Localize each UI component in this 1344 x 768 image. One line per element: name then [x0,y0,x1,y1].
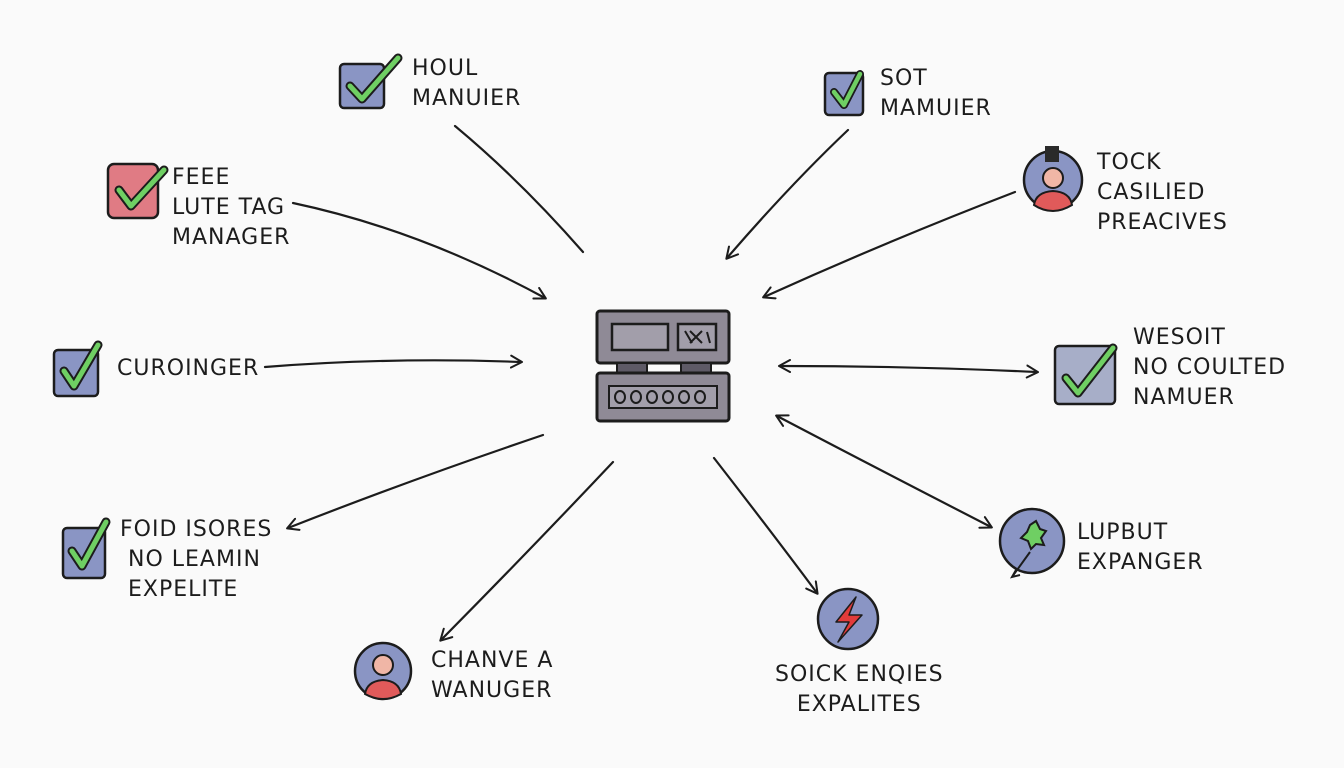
label-line: SOICK ENQIES [775,662,944,687]
node-label-foid-isores-no-leamin-expelite: FOID ISORES NO LEAMIN EXPELITE [120,515,272,605]
label-line: LUTE TAG [172,195,286,220]
label-line: WESOIT [1133,325,1226,350]
node-label-sot-mamuier: SOT MAMUIER [880,64,992,124]
person-icon [1022,146,1084,213]
node-label-soick-enqies-expalites: SOICK ENQIES EXPALITES [775,660,944,720]
node-label-chanve-a-wanuger: CHANVE A WANUGER [431,646,553,706]
label-line: TOCK [1097,150,1162,175]
checkbox-icon [823,70,865,117]
lightning-icon [816,587,880,651]
person-icon [353,641,413,701]
label-line: CASILIED [1097,180,1206,205]
label-line: EXPELITE [128,577,239,602]
label-line: EXPANGER [1077,550,1204,575]
label-line: WANUGER [431,678,553,703]
checkbox-icon [338,53,403,110]
label-line: FEEE [172,165,231,190]
node-label-feee-lute-tag-manager: FEEE LUTE TAG MANAGER [172,163,290,253]
label-line: MAMUIER [880,96,992,121]
connector-chanve-a-wanuger [439,460,615,642]
checkbox-icon [52,340,103,398]
rocket-icon [998,507,1066,579]
label-line: NO LEAMIN [128,547,261,572]
connector-lupbut-expanger [775,414,993,529]
label-line: LUPBUT [1077,520,1169,545]
connector-foid-isores [286,433,545,531]
label-line: NAMUER [1133,385,1235,410]
connector-sot-mamuier [725,128,850,260]
checkbox-icon [106,162,169,220]
connectors [263,124,1039,642]
label-line: CHANVE A [431,648,554,673]
node-label-houl-manuier: HOUL MANUIER [412,54,521,114]
node-label-tock-casilied-preacives: TOCK CASILIED PREACIVES [1097,148,1228,238]
label-line: HOUL [412,56,479,81]
label-line: MANUIER [412,86,522,111]
connector-tock-casilied-preacives [762,190,1017,300]
label-line: PREACIVES [1097,210,1228,235]
label-line: CUROINGER [117,356,260,381]
label-line: FOID ISORES [120,517,273,542]
connector-houl-manuier [453,124,585,254]
connector-soick-enqies [712,456,819,595]
checkbox-icon [61,517,111,580]
label-line: SOT [880,66,928,91]
node-label-lupbut-expanger: LUPBUT EXPANGER [1077,518,1204,578]
label-line: NO COULTED [1133,355,1287,380]
node-label-curoinger: CUROINGER [117,354,259,384]
connector-wesoit-no-coulted-namuer [778,359,1039,379]
checkbox-icon [1053,343,1118,406]
label-line: MANAGER [172,225,291,250]
connector-curoinger [263,354,523,369]
server-icon [595,309,731,423]
node-label-wesoit-no-coulted-namuer: WESOIT NO COULTED NAMUER [1133,323,1286,413]
label-line: EXPALITES [796,692,922,717]
connector-feee-lute-tag-manager [291,201,547,300]
